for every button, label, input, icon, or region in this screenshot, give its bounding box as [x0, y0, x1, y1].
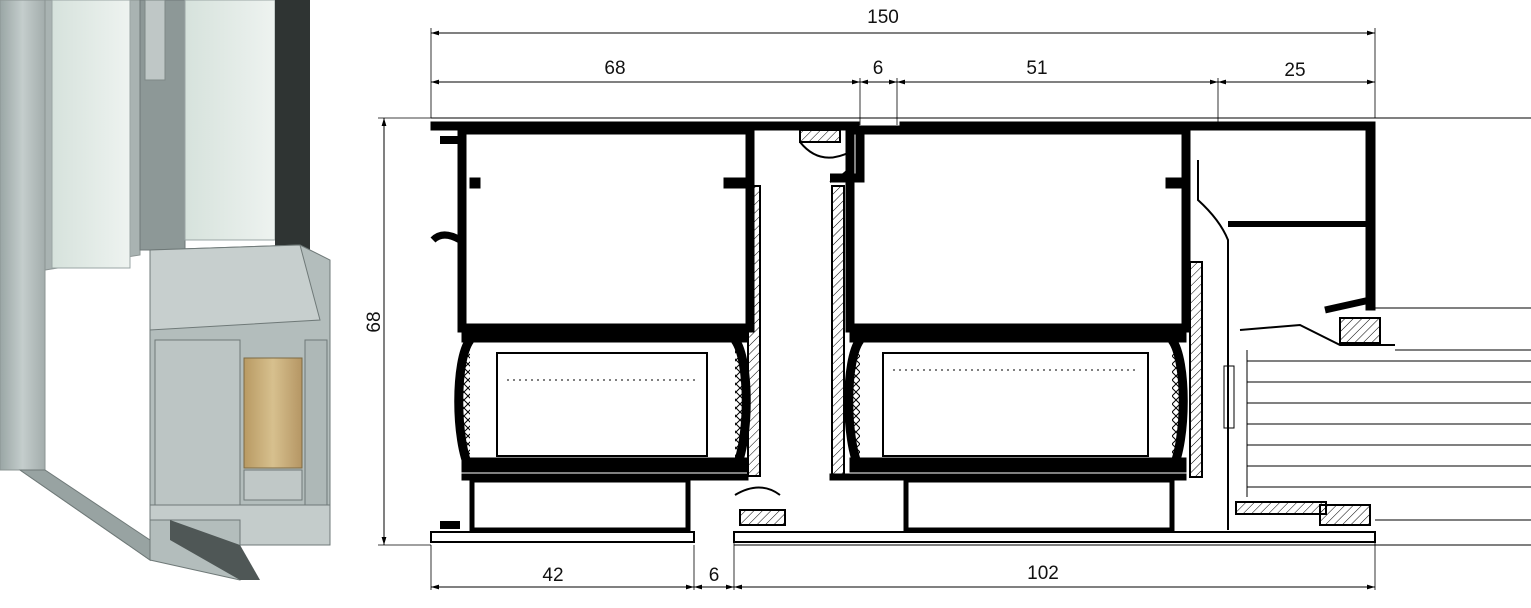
gasket-bottom: [739, 509, 786, 526]
glass-pane-inner: [184, 0, 276, 241]
dim-height: 68: [364, 311, 385, 332]
dim-top-left: 68: [604, 58, 625, 79]
gasket-right-top: [1339, 317, 1381, 344]
gaskets: [734, 129, 1381, 526]
profile-3d-render: [0, 0, 331, 581]
dim-top-middle: 51: [1026, 58, 1047, 79]
left-thermal-break: [454, 329, 751, 473]
glass-pane: [51, 0, 131, 269]
glazing-panel: [1246, 307, 1531, 521]
right-sash-profile: [829, 125, 1203, 533]
dim-total-width: 150: [867, 7, 899, 28]
fixed-frame-profile: [1197, 127, 1395, 530]
dim-bottom-gap: 6: [709, 565, 720, 586]
gasket-top: [799, 129, 841, 143]
right-thermal-break: [844, 329, 1188, 473]
dim-bottom-left: 42: [542, 565, 563, 586]
extension-lines: [378, 28, 1376, 590]
dim-top-gap: 6: [873, 58, 884, 79]
dim-top-right: 25: [1284, 60, 1305, 81]
gasket-right-bottom: [1319, 504, 1371, 526]
dim-bottom-right: 102: [1027, 563, 1059, 584]
dimension-lines: [381, 30, 1375, 590]
thermal-break-insert: [243, 357, 303, 469]
bottom-flange: [170, 520, 260, 580]
